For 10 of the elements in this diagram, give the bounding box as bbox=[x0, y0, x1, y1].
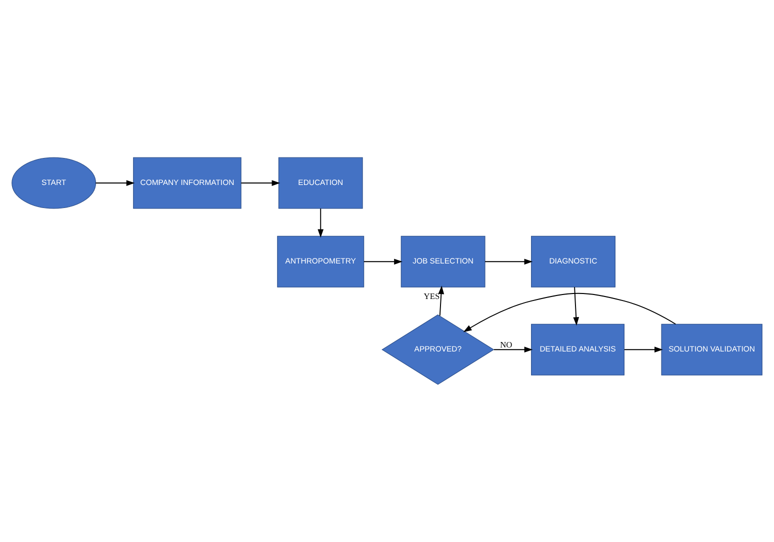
arrow bbox=[624, 346, 663, 353]
arrow bbox=[493, 346, 533, 353]
arrow bbox=[484, 258, 533, 265]
arrow bbox=[463, 292, 676, 332]
arrow bbox=[573, 286, 580, 326]
arrow bbox=[240, 180, 280, 186]
arrow bbox=[438, 286, 444, 316]
arrow bbox=[363, 258, 402, 265]
arrow bbox=[318, 208, 324, 238]
arrow bbox=[95, 180, 135, 186]
